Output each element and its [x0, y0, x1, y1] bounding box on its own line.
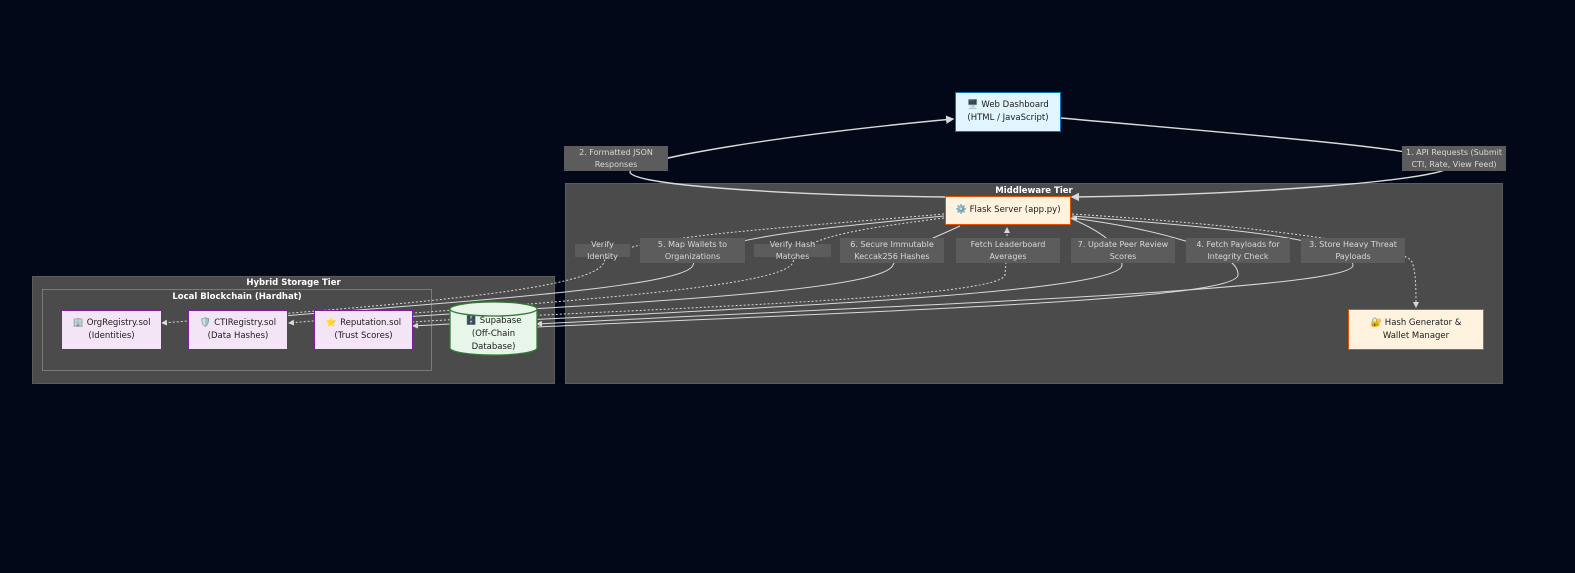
edge-label-api-requests-line1: 1. API Requests (Submit: [1405, 147, 1503, 157]
edge-label-fetch-leaderboard-line2: Averages: [989, 251, 1027, 261]
supabase-node: 🗄️Supabase (Off-Chain Database): [449, 316, 538, 352]
edge-label-fetch-payloads: 4. Fetch Payloads for Integrity Check: [1186, 238, 1290, 263]
edge-label-map-wallets-line1: 5. Map Wallets to: [657, 239, 728, 249]
supabase-cylinder[interactable]: [449, 301, 538, 357]
lock-icon: 🔐: [1370, 317, 1382, 328]
edge-label-secure-hashes-line2: Keccak256 Hashes: [854, 251, 930, 261]
edge-label-secure-hashes: 6. Secure Immutable Keccak256 Hashes: [840, 238, 944, 263]
edge-api-requests: [1060, 117, 1453, 202]
edge-label-fetch-leaderboard-line1: Fetch Leaderboard: [970, 239, 1046, 249]
star-icon: ⭐: [325, 318, 338, 328]
edge-label-update-peer-review-line1: 7. Update Peer Review: [1077, 239, 1169, 249]
edge-label-store-payloads: 3. Store Heavy Threat Payloads: [1301, 238, 1405, 263]
cti-registry-title: 🛡️CTIRegistry.sol: [200, 317, 276, 330]
org-registry-subtitle: (Identities): [88, 331, 135, 341]
web-dashboard-node[interactable]: 🖥️Web Dashboard (HTML / JavaScript): [955, 92, 1061, 132]
cti-registry-node[interactable]: 🛡️CTIRegistry.sol (Data Hashes): [188, 310, 288, 350]
edge-label-store-payloads-line2: Payloads: [1335, 251, 1371, 261]
supabase-label: Supabase: [479, 315, 522, 326]
database-icon: 🗄️: [465, 315, 477, 326]
edge-label-verify-identity: Verify Identity: [575, 240, 630, 261]
hash-generator-subtitle: Wallet Manager: [1382, 330, 1450, 341]
supabase-title: 🗄️Supabase: [466, 315, 522, 328]
edge-label-update-peer-review: 7. Update Peer Review Scores: [1071, 238, 1175, 263]
flask-server-title: ⚙️Flask Server (app.py): [955, 204, 1060, 217]
local-blockchain-title: Local Blockchain (Hardhat): [172, 292, 302, 302]
edge-label-map-wallets-line2: Organizations: [664, 251, 721, 261]
middleware-tier-title: Middleware Tier: [995, 186, 1073, 196]
org-registry-label: OrgRegistry.sol: [86, 318, 151, 328]
edge-label-map-wallets: 5. Map Wallets to Organizations: [640, 238, 745, 263]
local-blockchain-cluster: Local Blockchain (Hardhat): [42, 289, 432, 371]
edge-label-store-payloads-line1: 3. Store Heavy Threat: [1309, 239, 1397, 249]
reputation-node[interactable]: ⭐Reputation.sol (Trust Scores): [314, 310, 413, 350]
edge-map-wallets: [199, 215, 945, 326]
edge-label-secure-hashes-line1: 6. Secure Immutable: [850, 239, 934, 249]
hash-generator-title: 🔐Hash Generator &: [1371, 317, 1462, 330]
supabase-subtitle: (Off-Chain Database): [471, 328, 516, 352]
edge-label-verify-hash: Verify Hash Matches: [754, 240, 831, 261]
reputation-subtitle: (Trust Scores): [334, 331, 393, 341]
cti-registry-subtitle: (Data Hashes): [207, 331, 269, 341]
edge-label-update-peer-review-line2: Scores: [1109, 251, 1137, 261]
edge-fetch-payloads: [536, 215, 1239, 328]
web-dashboard-label: Web Dashboard: [981, 100, 1049, 110]
web-dashboard-title: 🖥️Web Dashboard: [967, 99, 1049, 112]
building-icon: 🏢: [72, 318, 84, 328]
edge-label-fetch-payloads-line1: 4. Fetch Payloads for: [1196, 239, 1280, 249]
gear-icon: ⚙️: [955, 205, 967, 215]
shield-icon: 🛡️: [199, 318, 212, 328]
edge-formatted-json: [629, 115, 955, 198]
edge-label-api-requests: 1. API Requests (Submit CTI, Rate, View …: [1402, 146, 1506, 171]
cti-registry-label: CTIRegistry.sol: [214, 318, 277, 328]
flask-server-node[interactable]: ⚙️Flask Server (app.py): [945, 196, 1071, 225]
org-registry-node[interactable]: 🏢OrgRegistry.sol (Identities): [61, 310, 162, 350]
edge-label-formatted-json-line1: 2. Formatted JSON: [579, 147, 653, 157]
monitor-icon: 🖥️: [967, 100, 979, 110]
web-dashboard-subtitle: (HTML / JavaScript): [967, 113, 1049, 123]
edge-store-payloads: [536, 215, 1354, 327]
edge-label-api-requests-line2: CTI, Rate, View Feed): [1411, 159, 1497, 169]
hash-generator-label: Hash Generator &: [1384, 317, 1462, 328]
edge-label-formatted-json-line2: Responses: [594, 159, 638, 169]
edge-label-fetch-leaderboard: Fetch Leaderboard Averages: [956, 238, 1060, 263]
reputation-title: ⭐Reputation.sol: [326, 317, 401, 330]
hybrid-storage-tier-title: Hybrid Storage Tier: [246, 278, 341, 288]
edge-label-verify-identity-text: Verify Identity: [587, 239, 618, 261]
reputation-label: Reputation.sol: [340, 318, 402, 328]
hash-generator-node[interactable]: 🔐Hash Generator & Wallet Manager: [1348, 309, 1484, 350]
edge-label-verify-hash-text: Verify Hash Matches: [769, 239, 816, 261]
org-registry-title: 🏢OrgRegistry.sol: [73, 317, 151, 330]
flask-server-label: Flask Server (app.py): [969, 205, 1061, 215]
edge-label-formatted-json: 2. Formatted JSON Responses: [564, 146, 668, 171]
edge-verify-identity: [161, 213, 945, 326]
edge-label-fetch-payloads-line2: Integrity Check: [1207, 251, 1269, 261]
